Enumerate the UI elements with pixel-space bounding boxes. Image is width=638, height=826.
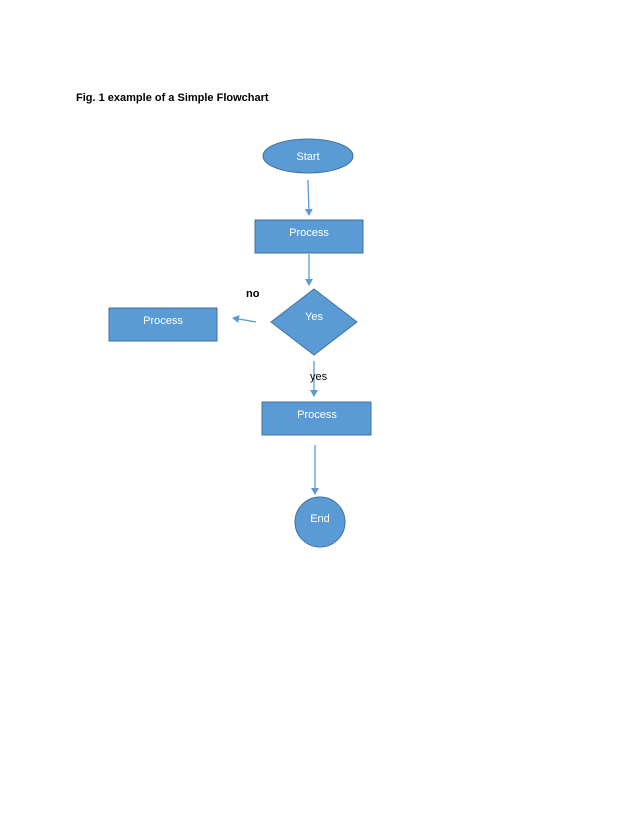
start-node-label: Start [296,151,319,163]
process-node-top: Process [254,219,364,254]
decision-node: Yes [270,288,358,356]
arrow-decision-no [232,315,257,323]
decision-node-label: Yes [305,311,323,323]
end-node-label: End [310,513,330,525]
end-node: End [294,496,346,548]
edge-label-no: no [246,288,260,300]
process-node-top-label: Process [289,227,329,239]
process-node-left: Process [108,307,218,342]
process-node-bottom: Process [261,401,372,436]
edge-label-yes: yes [310,371,328,383]
process-node-bottom-label: Process [297,409,337,421]
arrow-start-to-process [304,179,313,216]
process-node-left-label: Process [143,315,183,327]
figure-caption: Fig. 1 example of a Simple Flowchart [76,92,269,104]
start-node: Start [262,138,354,174]
